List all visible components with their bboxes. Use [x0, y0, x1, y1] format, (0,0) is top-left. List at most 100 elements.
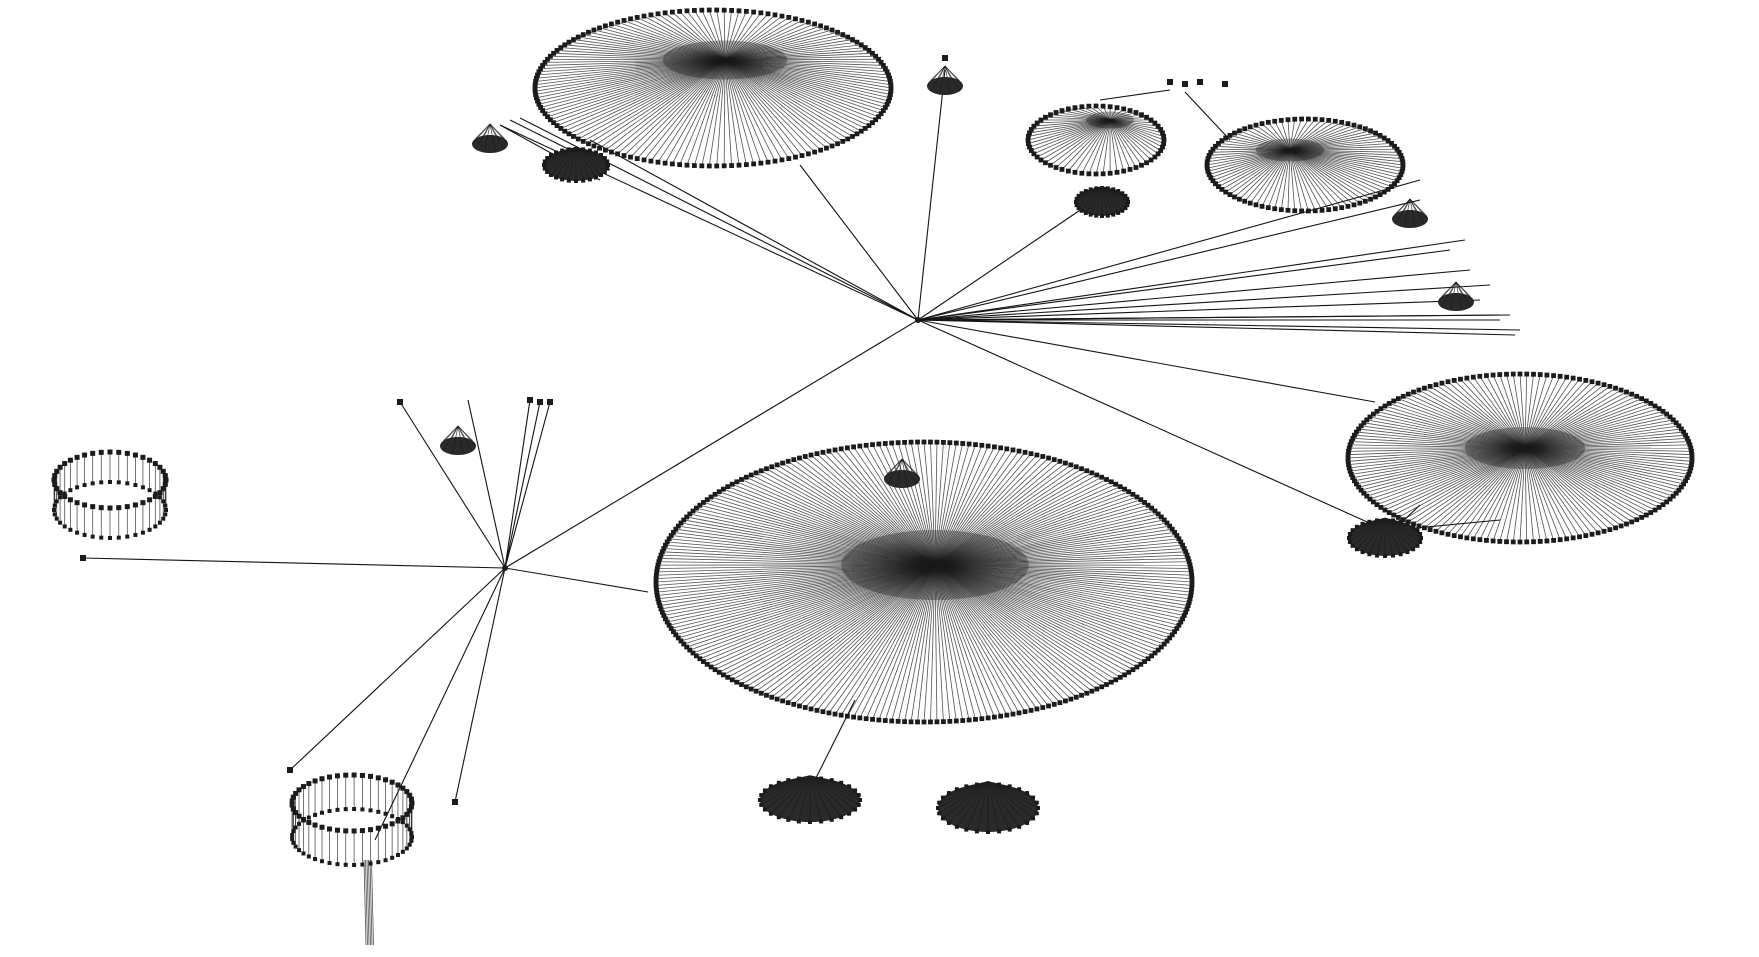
- rim-node: [383, 811, 388, 816]
- rim-node: [1398, 153, 1404, 158]
- cluster-spoke: [865, 445, 936, 566]
- cluster-spoke: [1234, 132, 1291, 151]
- cluster-spoke: [1524, 447, 1574, 539]
- rim-node: [1689, 458, 1695, 464]
- rim-node: [812, 21, 817, 27]
- cluster-spoke: [1506, 374, 1526, 449]
- dome-spoke: [778, 775, 811, 818]
- rim-node: [560, 148, 565, 153]
- rim-node: [895, 440, 901, 446]
- dome-spoke: [1101, 186, 1109, 216]
- cluster-spoke: [934, 462, 1066, 566]
- dome-spoke: [939, 781, 989, 804]
- cluster-spoke: [1363, 447, 1526, 494]
- cluster-spoke: [1109, 119, 1164, 137]
- rim-node: [1648, 510, 1654, 515]
- cluster-spoke: [1358, 447, 1526, 488]
- cluster-spoke: [662, 564, 936, 613]
- rim-node: [1104, 682, 1109, 687]
- cluster-spoke: [724, 59, 891, 95]
- rim-node: [116, 505, 122, 511]
- rim-node: [140, 500, 146, 506]
- cluster-spoke: [724, 18, 796, 61]
- rim-node: [1016, 710, 1022, 716]
- cluster-spoke: [553, 59, 726, 124]
- rim-node: [1155, 647, 1161, 653]
- rim-node: [1216, 184, 1221, 189]
- rim-node: [743, 8, 749, 14]
- dome-spoke: [987, 781, 1034, 798]
- rim-node: [687, 511, 693, 517]
- rim-node: [1031, 151, 1037, 157]
- rim-node: [768, 784, 773, 789]
- rim-node: [1686, 439, 1692, 445]
- cluster-spoke: [934, 564, 964, 721]
- rim-node: [62, 493, 68, 499]
- hub-a-edge: [917, 249, 1451, 321]
- rim-node: [1396, 175, 1402, 181]
- rim-node: [599, 172, 604, 177]
- cluster-spoke: [605, 59, 726, 151]
- cluster-spoke: [1524, 447, 1680, 491]
- rim-node: [58, 495, 63, 500]
- rim-node: [306, 819, 312, 825]
- rim-node: [819, 819, 824, 824]
- cluster-spoke: [699, 504, 936, 566]
- cluster-spoke: [1210, 149, 1291, 179]
- rim-node: [1074, 196, 1079, 201]
- dome-spoke: [809, 775, 856, 791]
- cluster-spoke: [724, 59, 892, 89]
- rim-node: [335, 807, 340, 812]
- cluster-spoke: [934, 499, 1141, 566]
- cluster-spoke: [1486, 375, 1526, 449]
- cluster-spoke: [1524, 447, 1689, 475]
- rim-node: [1378, 406, 1384, 412]
- cluster-spoke: [1358, 428, 1526, 449]
- cluster-spoke: [568, 41, 726, 61]
- cluster-spoke: [934, 447, 1001, 566]
- cluster-spoke: [1209, 149, 1291, 175]
- rim-node: [973, 716, 978, 722]
- cluster-spoke: [934, 474, 1098, 566]
- cluster-spoke: [544, 59, 726, 115]
- cluster-spoke: [1207, 149, 1291, 163]
- rim-node: [1237, 196, 1242, 202]
- cluster-spoke: [934, 558, 1189, 566]
- rim-node: [147, 497, 153, 503]
- rim-node: [1660, 502, 1666, 508]
- cluster-spoke: [723, 488, 936, 566]
- cluster-spoke: [934, 564, 1107, 685]
- rim-node: [1419, 536, 1423, 540]
- cluster-spoke: [689, 564, 936, 651]
- rim-node: [1028, 127, 1034, 132]
- rim-node: [653, 576, 659, 582]
- rim-node: [1345, 203, 1351, 209]
- rim-node: [1072, 169, 1078, 175]
- cluster-spoke: [1408, 447, 1526, 523]
- rim-node: [915, 439, 920, 445]
- rim-node: [75, 530, 80, 535]
- cluster-spoke: [1354, 447, 1526, 482]
- rim-node: [1210, 146, 1216, 152]
- rim-node: [758, 798, 762, 802]
- rim-node: [1034, 811, 1039, 816]
- rim-node: [1684, 435, 1690, 441]
- rim-node: [1347, 536, 1351, 540]
- cluster-spoke: [934, 464, 1072, 566]
- rim-node: [882, 441, 888, 446]
- rim-node: [881, 63, 886, 68]
- cluster-spoke: [714, 564, 936, 671]
- cluster-spoke: [934, 564, 1192, 580]
- rim-node: [684, 162, 690, 168]
- rim-node: [1126, 489, 1132, 495]
- rim-node: [1079, 191, 1084, 196]
- cluster-spoke: [605, 25, 726, 61]
- graph-nodes: [80, 55, 1475, 805]
- dome-spoke: [1352, 517, 1386, 547]
- rim-node: [1259, 203, 1265, 209]
- cluster-spoke: [1524, 447, 1692, 456]
- rim-node: [1189, 582, 1195, 588]
- rim-node: [1364, 417, 1370, 423]
- rim-node: [147, 457, 153, 463]
- rim-node: [656, 599, 662, 605]
